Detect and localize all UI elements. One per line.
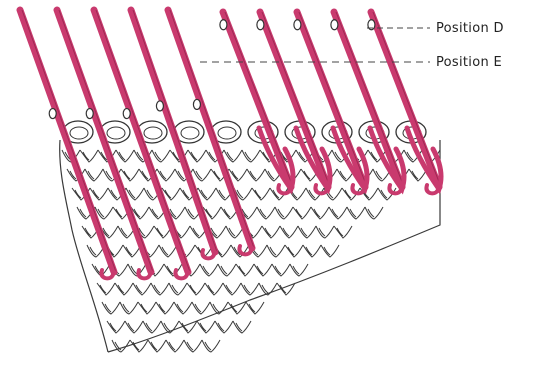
label-position-d: Position D (436, 21, 504, 36)
label-position-e: Position E (436, 55, 502, 70)
needle-latch (220, 20, 227, 30)
needle-latch (257, 20, 264, 30)
stitch (166, 340, 184, 352)
stitch (215, 321, 233, 333)
stitch (197, 321, 215, 333)
stitch (184, 340, 202, 352)
needle-latch (331, 20, 338, 30)
needle-latch (193, 99, 200, 109)
needle-latch (86, 109, 93, 119)
stitch (233, 321, 251, 333)
stitch (246, 302, 264, 314)
stitch (202, 340, 220, 352)
needle-latch (294, 20, 301, 30)
needle-latch (156, 101, 163, 111)
needle-latch (49, 109, 56, 119)
needle-latch (123, 109, 130, 119)
